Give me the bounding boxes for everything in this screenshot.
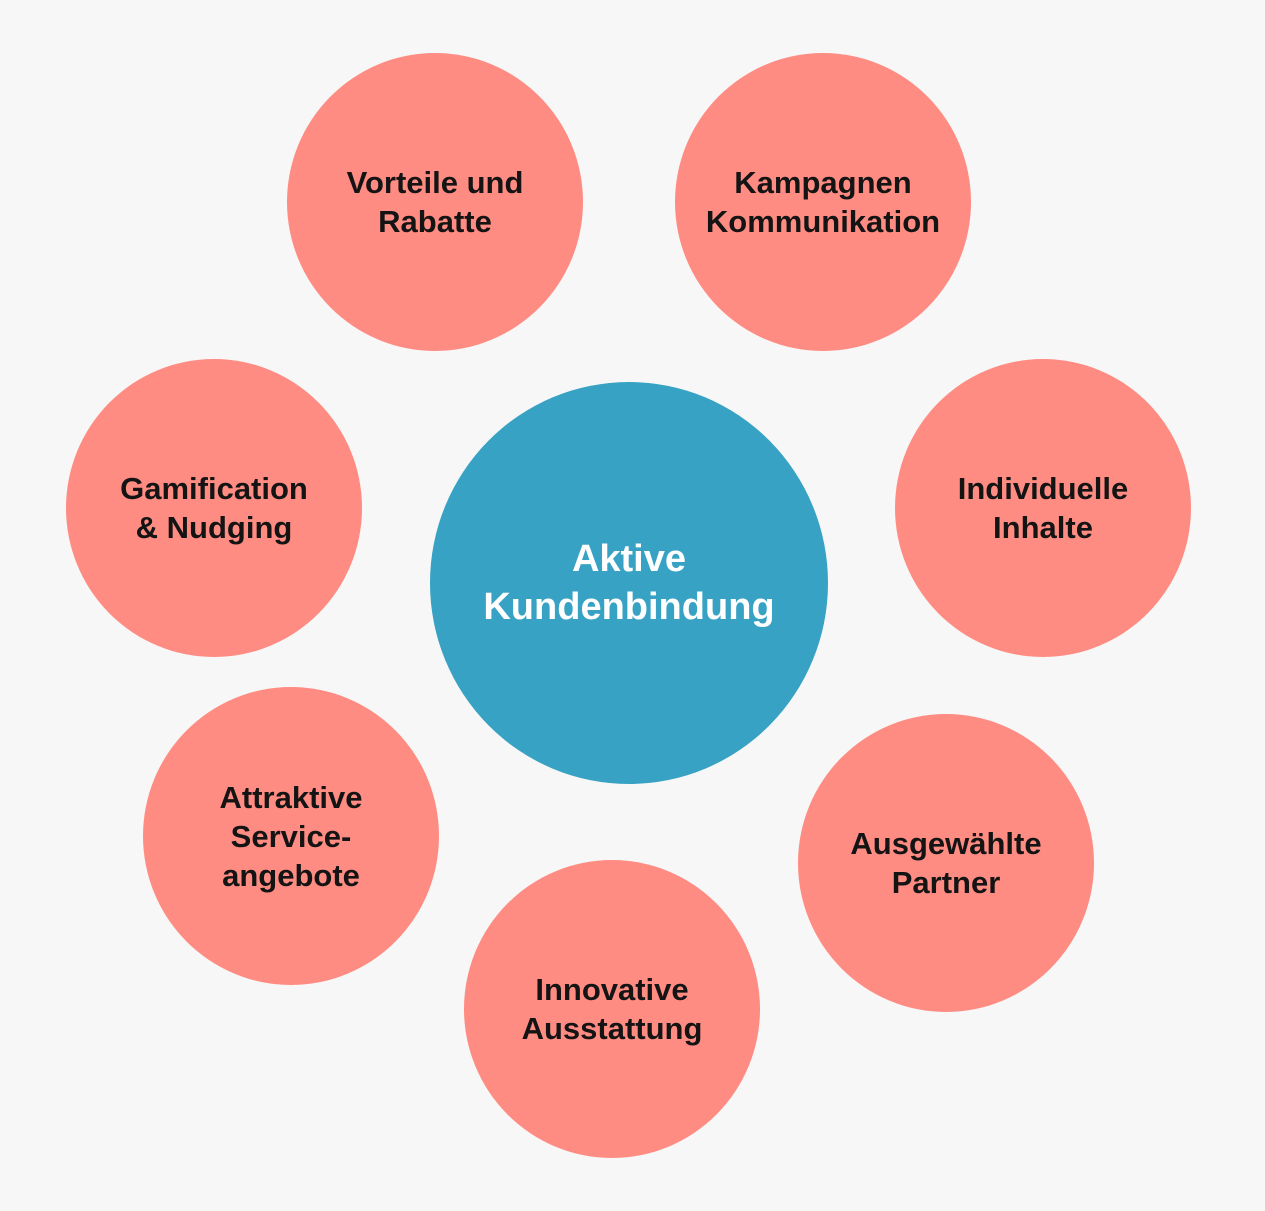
circle-label: Innovative Ausstattung [521,972,703,1046]
circle-ausgewaehlte-partner: Ausgewählte Partner [798,714,1094,1012]
circle-label: Vorteile und Rabatte [346,165,524,239]
circle-attraktive-serviceangebote: Attraktive Service- angebote [143,687,439,985]
center-label: Aktive Kundenbindung [483,538,775,628]
circle-label: Gamification & Nudging [120,471,308,545]
circle-individuelle-inhalte: Individuelle Inhalte [895,359,1191,657]
circle-label: Kampagnen Kommunikation [705,165,941,239]
circle-label: Attraktive Service- angebote [219,779,363,893]
circle-kampagnen-kommunikation: Kampagnen Kommunikation [675,53,971,351]
circle-label: Ausgewählte Partner [850,826,1042,900]
circle-gamification-nudging: Gamification & Nudging [66,359,362,657]
circle-innovative-ausstattung: Innovative Ausstattung [464,860,760,1158]
circle-vorteile-und-rabatte: Vorteile und Rabatte [287,53,583,351]
circle-label: Individuelle Inhalte [957,471,1129,545]
center-circle-aktive-kundenbindung: Aktive Kundenbindung [430,382,828,784]
